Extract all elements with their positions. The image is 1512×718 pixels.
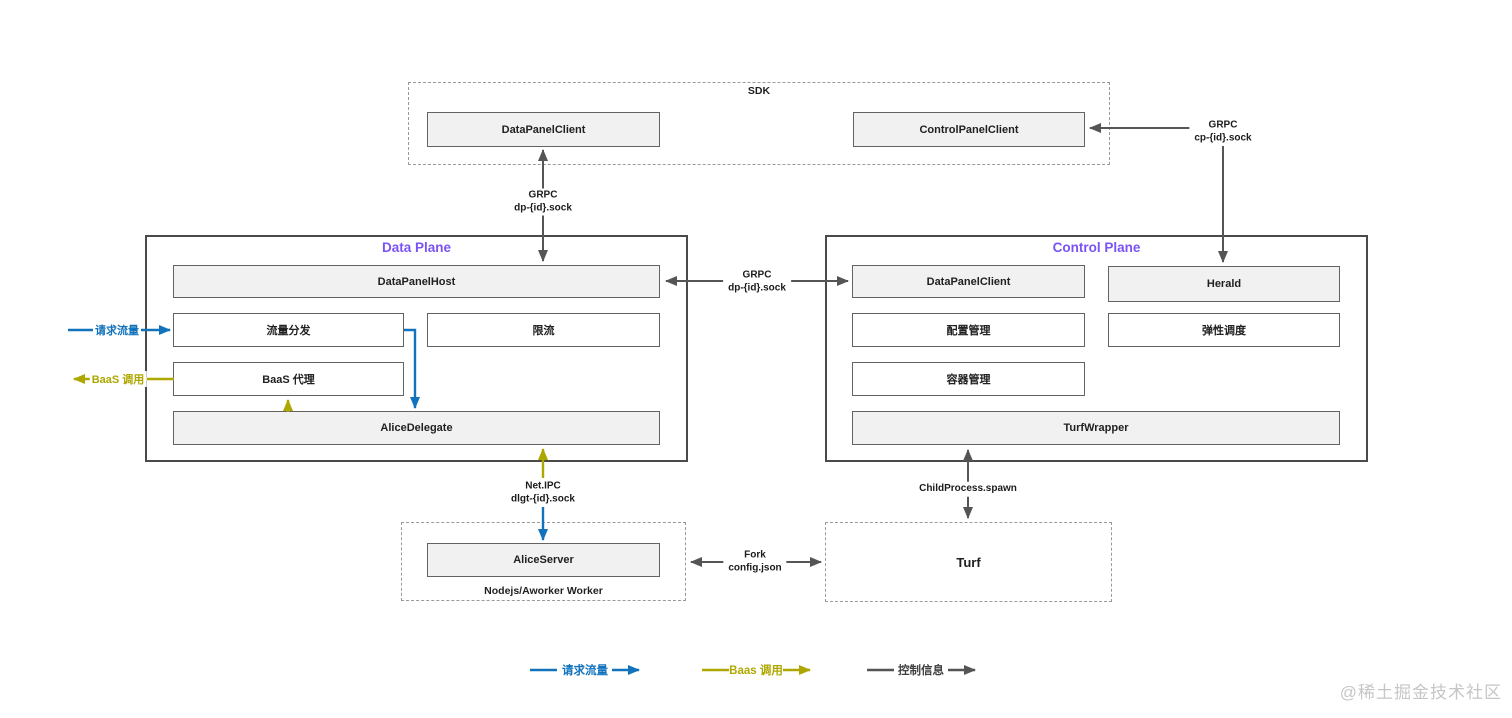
node-label: DataPanelClient — [501, 123, 586, 136]
node-label: 容器管理 — [946, 374, 991, 386]
node-container-mgmt: 容器管理 — [852, 362, 1085, 396]
node-label: 限流 — [532, 325, 555, 337]
node-baas-proxy: BaaS 代理 — [173, 362, 404, 396]
turf-group-box: Turf — [825, 522, 1112, 602]
label-net-ipc: Net.IPC dlgt-{id}.sock — [506, 479, 580, 507]
node-label: ControlPanelClient — [919, 123, 1019, 136]
node-aliceserver: AliceServer — [427, 543, 660, 577]
node-rate-limit: 限流 — [427, 313, 660, 347]
label-grpc-dp-sdk: GRPC dp-{id}.sock — [509, 188, 577, 216]
control-plane-title: Control Plane — [1052, 240, 1141, 255]
node-label: DataPanelClient — [926, 275, 1011, 288]
node-label: BaaS 代理 — [262, 374, 315, 386]
node-sdk-datapanelclient: DataPanelClient — [427, 112, 660, 147]
node-label: AliceServer — [513, 554, 574, 566]
node-label: 配置管理 — [946, 325, 991, 337]
node-label: AliceDelegate — [380, 422, 453, 434]
legend-item-control: 控制信息 — [898, 665, 944, 677]
label-grpc-cp: GRPC cp-{id}.sock — [1189, 118, 1257, 146]
node-datapanelhost: DataPanelHost — [173, 265, 660, 298]
turf-title: Turf — [956, 554, 981, 570]
node-config-mgmt: 配置管理 — [852, 313, 1085, 347]
label-baas-call: BaaS 调用 — [89, 371, 147, 387]
node-alicedelegate: AliceDelegate — [173, 411, 660, 445]
watermark: @稀土掘金技术社区 — [1339, 683, 1502, 702]
sdk-group-title: SDK — [747, 85, 771, 97]
node-cp-datapanelclient: DataPanelClient — [852, 265, 1085, 298]
node-traffic-dispatch: 流量分发 — [173, 313, 404, 347]
node-label: Herald — [1206, 278, 1242, 290]
node-elastic-sched: 弹性调度 — [1108, 313, 1340, 347]
label-grpc-dp-mid: GRPC dp-{id}.sock — [723, 268, 791, 296]
label-request-traffic: 请求流量 — [93, 322, 141, 338]
node-label: DataPanelHost — [377, 275, 456, 288]
legend-item-request: 请求流量 — [562, 665, 608, 677]
label-fork-config: Fork config.json — [723, 548, 787, 576]
label-childprocess-spawn: ChildProcess.spawn — [914, 481, 1022, 497]
node-sdk-controlpanelclient: ControlPanelClient — [853, 112, 1085, 147]
worker-group-title: Nodejs/Aworker Worker — [484, 585, 603, 597]
data-plane-title: Data Plane — [381, 240, 452, 255]
node-turfwrapper: TurfWrapper — [852, 411, 1340, 445]
node-label: 流量分发 — [266, 325, 311, 337]
node-label: 弹性调度 — [1202, 325, 1246, 337]
legend-item-baas: Baas 调用 — [729, 665, 783, 677]
node-label: TurfWrapper — [1063, 422, 1129, 434]
node-herald: Herald — [1108, 266, 1340, 302]
